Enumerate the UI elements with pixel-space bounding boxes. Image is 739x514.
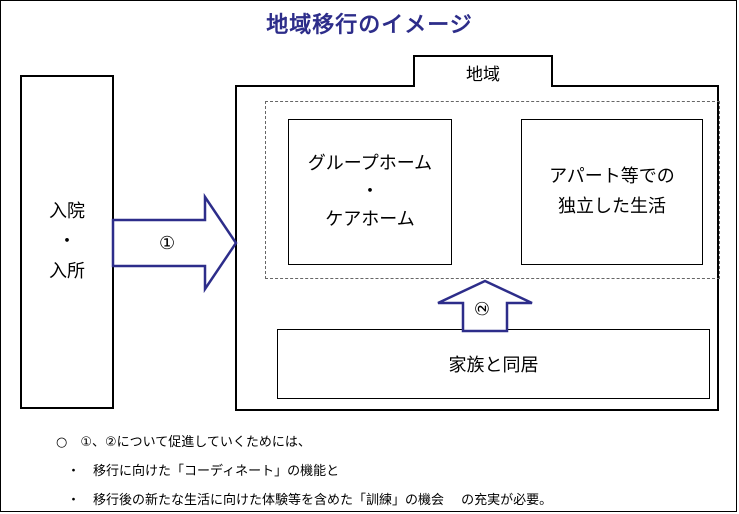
family-label: 家族と同居 [448,355,539,376]
arrow2-shape [437,279,533,333]
diagram-title: 地域移行のイメージ [266,13,473,38]
apartment-line1: アパート等での [549,166,675,187]
left-box-line3: 入所 [49,261,85,282]
family-box: 家族と同居 [277,329,710,399]
arrow-up-icon [437,279,533,333]
group-home-line3: ケアホーム [325,209,415,230]
note-line-3: ・ 移行後の新たな生活に向けた体験等を含めた「訓練」の機会 の充実が必要。 [67,493,553,508]
note-line-2: ・ 移行に向けた「コーディネート」の機能と [67,464,340,479]
residence-dashed-area [265,101,720,279]
arrow-right-icon [111,192,238,294]
region-tab-label: 地域 [466,64,500,85]
note-line-1: ○ ①、②について促進していくためには、 [56,435,311,450]
left-box-line2: ・ [58,231,76,252]
group-home-box: グループホーム ・ ケアホーム [288,119,452,265]
hospital-facility-box: 入院 ・ 入所 [20,75,114,409]
arrow1-shape [111,192,238,294]
region-tab: 地域 [413,55,553,87]
apartment-line2: 独立した生活 [558,196,666,217]
group-home-line1: グループホーム [307,153,433,174]
group-home-line2: ・ [361,181,379,202]
apartment-box: アパート等での 独立した生活 [521,119,703,265]
left-box-line1: 入院 [49,201,85,222]
arrow2-label: ② [472,300,494,317]
arrow1-label: ① [159,233,176,254]
